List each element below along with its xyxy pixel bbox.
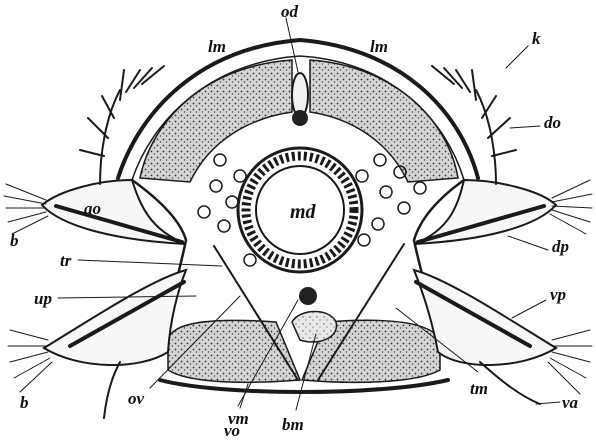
ventral-nerve-cord (292, 312, 336, 342)
chaetae-left-ventral (8, 330, 52, 392)
parapodium-dorsal-left (42, 180, 186, 244)
chaetae-right-ventral (548, 330, 592, 394)
label-tr: tr (60, 251, 72, 270)
label-od: od (281, 2, 299, 21)
body-wall-ventral (160, 380, 448, 392)
label-b-upper: b (10, 231, 19, 250)
label-b-lower: b (20, 393, 29, 412)
label-k: k (532, 29, 541, 48)
label-vp: vp (550, 285, 566, 304)
label-lm-left: lm (208, 37, 226, 56)
label-md: md (290, 201, 317, 223)
label-ao: ao (84, 199, 101, 218)
parapodium-dorsal-right (414, 180, 556, 244)
label-up: up (34, 289, 52, 308)
label-do: do (544, 113, 561, 132)
parapodium-ventral-left (44, 270, 186, 365)
ventral-cirrus-right (480, 362, 540, 404)
label-dp: dp (552, 237, 569, 256)
chaetae-right-dorsal (550, 180, 592, 234)
label-lm-right: lm (370, 37, 388, 56)
label-ov: ov (128, 389, 145, 408)
chaetae-left-dorsal (4, 184, 48, 234)
label-vo: vo (224, 421, 240, 440)
dorsal-vessel (292, 110, 308, 126)
label-tm: tm (470, 379, 488, 398)
label-va: va (562, 393, 579, 412)
ventral-vessel (299, 287, 317, 305)
ventral-cirrus-left (104, 362, 120, 418)
label-bm: bm (282, 415, 304, 434)
